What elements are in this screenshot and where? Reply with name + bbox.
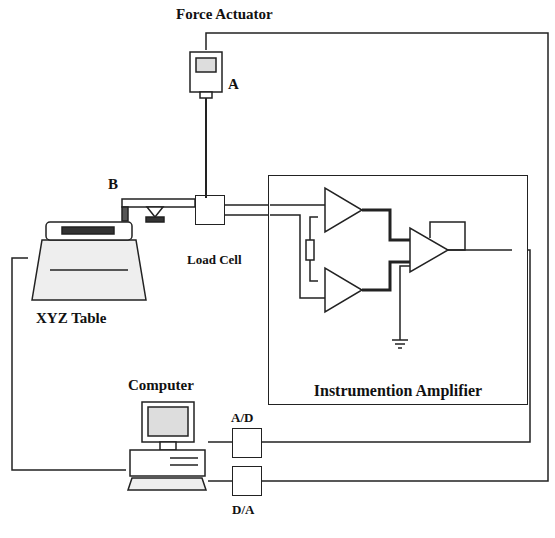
- table-plate: [62, 227, 114, 234]
- node-label: Instrumention Amplifier: [269, 382, 527, 400]
- screen: [148, 407, 188, 436]
- node-label: Load Cell: [187, 253, 242, 268]
- stage-wire: [362, 210, 410, 240]
- keyboard: [128, 478, 206, 490]
- converter-box: A/D: [232, 428, 262, 458]
- table-line: [50, 269, 128, 271]
- gain-resistor: [306, 240, 314, 260]
- beam-support: [147, 207, 163, 217]
- monitor-stand: [160, 442, 176, 450]
- xyz-table: XYZ Table: [28, 218, 148, 302]
- signal-wire: [12, 258, 126, 470]
- input-wire: [270, 204, 325, 206]
- op-amp: [410, 228, 448, 272]
- feedback-wire: [430, 222, 465, 250]
- monitor: [142, 402, 194, 442]
- cpu-case: [130, 450, 205, 476]
- computer: Computer: [126, 398, 208, 492]
- reference-wire: [400, 266, 410, 340]
- signal-wire: [262, 250, 530, 442]
- node-label: A/D: [231, 411, 253, 426]
- ground-symbol: [398, 347, 402, 349]
- actuator-body: [190, 52, 222, 92]
- output-wire: [448, 249, 512, 251]
- table-top: [46, 222, 132, 240]
- ground-symbol: [392, 339, 408, 341]
- node-label: Force Actuator: [176, 6, 273, 23]
- actuator: Force Actuator: [190, 50, 222, 94]
- signal-wire: [208, 480, 232, 482]
- signal-wire: [208, 441, 232, 443]
- signal-wire: [206, 33, 548, 481]
- beam-pivot: [122, 207, 128, 221]
- node-label: Computer: [128, 377, 194, 394]
- converter-box: D/A: [232, 466, 262, 496]
- op-amp: [325, 188, 362, 232]
- ground-symbol: [395, 343, 405, 345]
- actuator-cap: [196, 58, 216, 72]
- op-amp: [325, 268, 362, 312]
- actuator-collar: [200, 92, 212, 98]
- input-wire: [270, 215, 325, 298]
- amplifier-box: Instrumention Amplifier: [268, 175, 528, 405]
- drive-slot: [170, 464, 198, 466]
- beam: [122, 199, 195, 207]
- node-label: D/A: [232, 503, 254, 518]
- drive-slot: [170, 457, 198, 459]
- point-label: B: [108, 176, 118, 193]
- signal-wire: [225, 205, 268, 215]
- table-body: [32, 240, 146, 300]
- node-label: XYZ Table: [36, 310, 106, 327]
- point-label: A: [228, 76, 239, 93]
- actuator-rod: [205, 98, 207, 198]
- load-cell: Load Cell: [195, 195, 225, 225]
- support-base: [146, 217, 164, 222]
